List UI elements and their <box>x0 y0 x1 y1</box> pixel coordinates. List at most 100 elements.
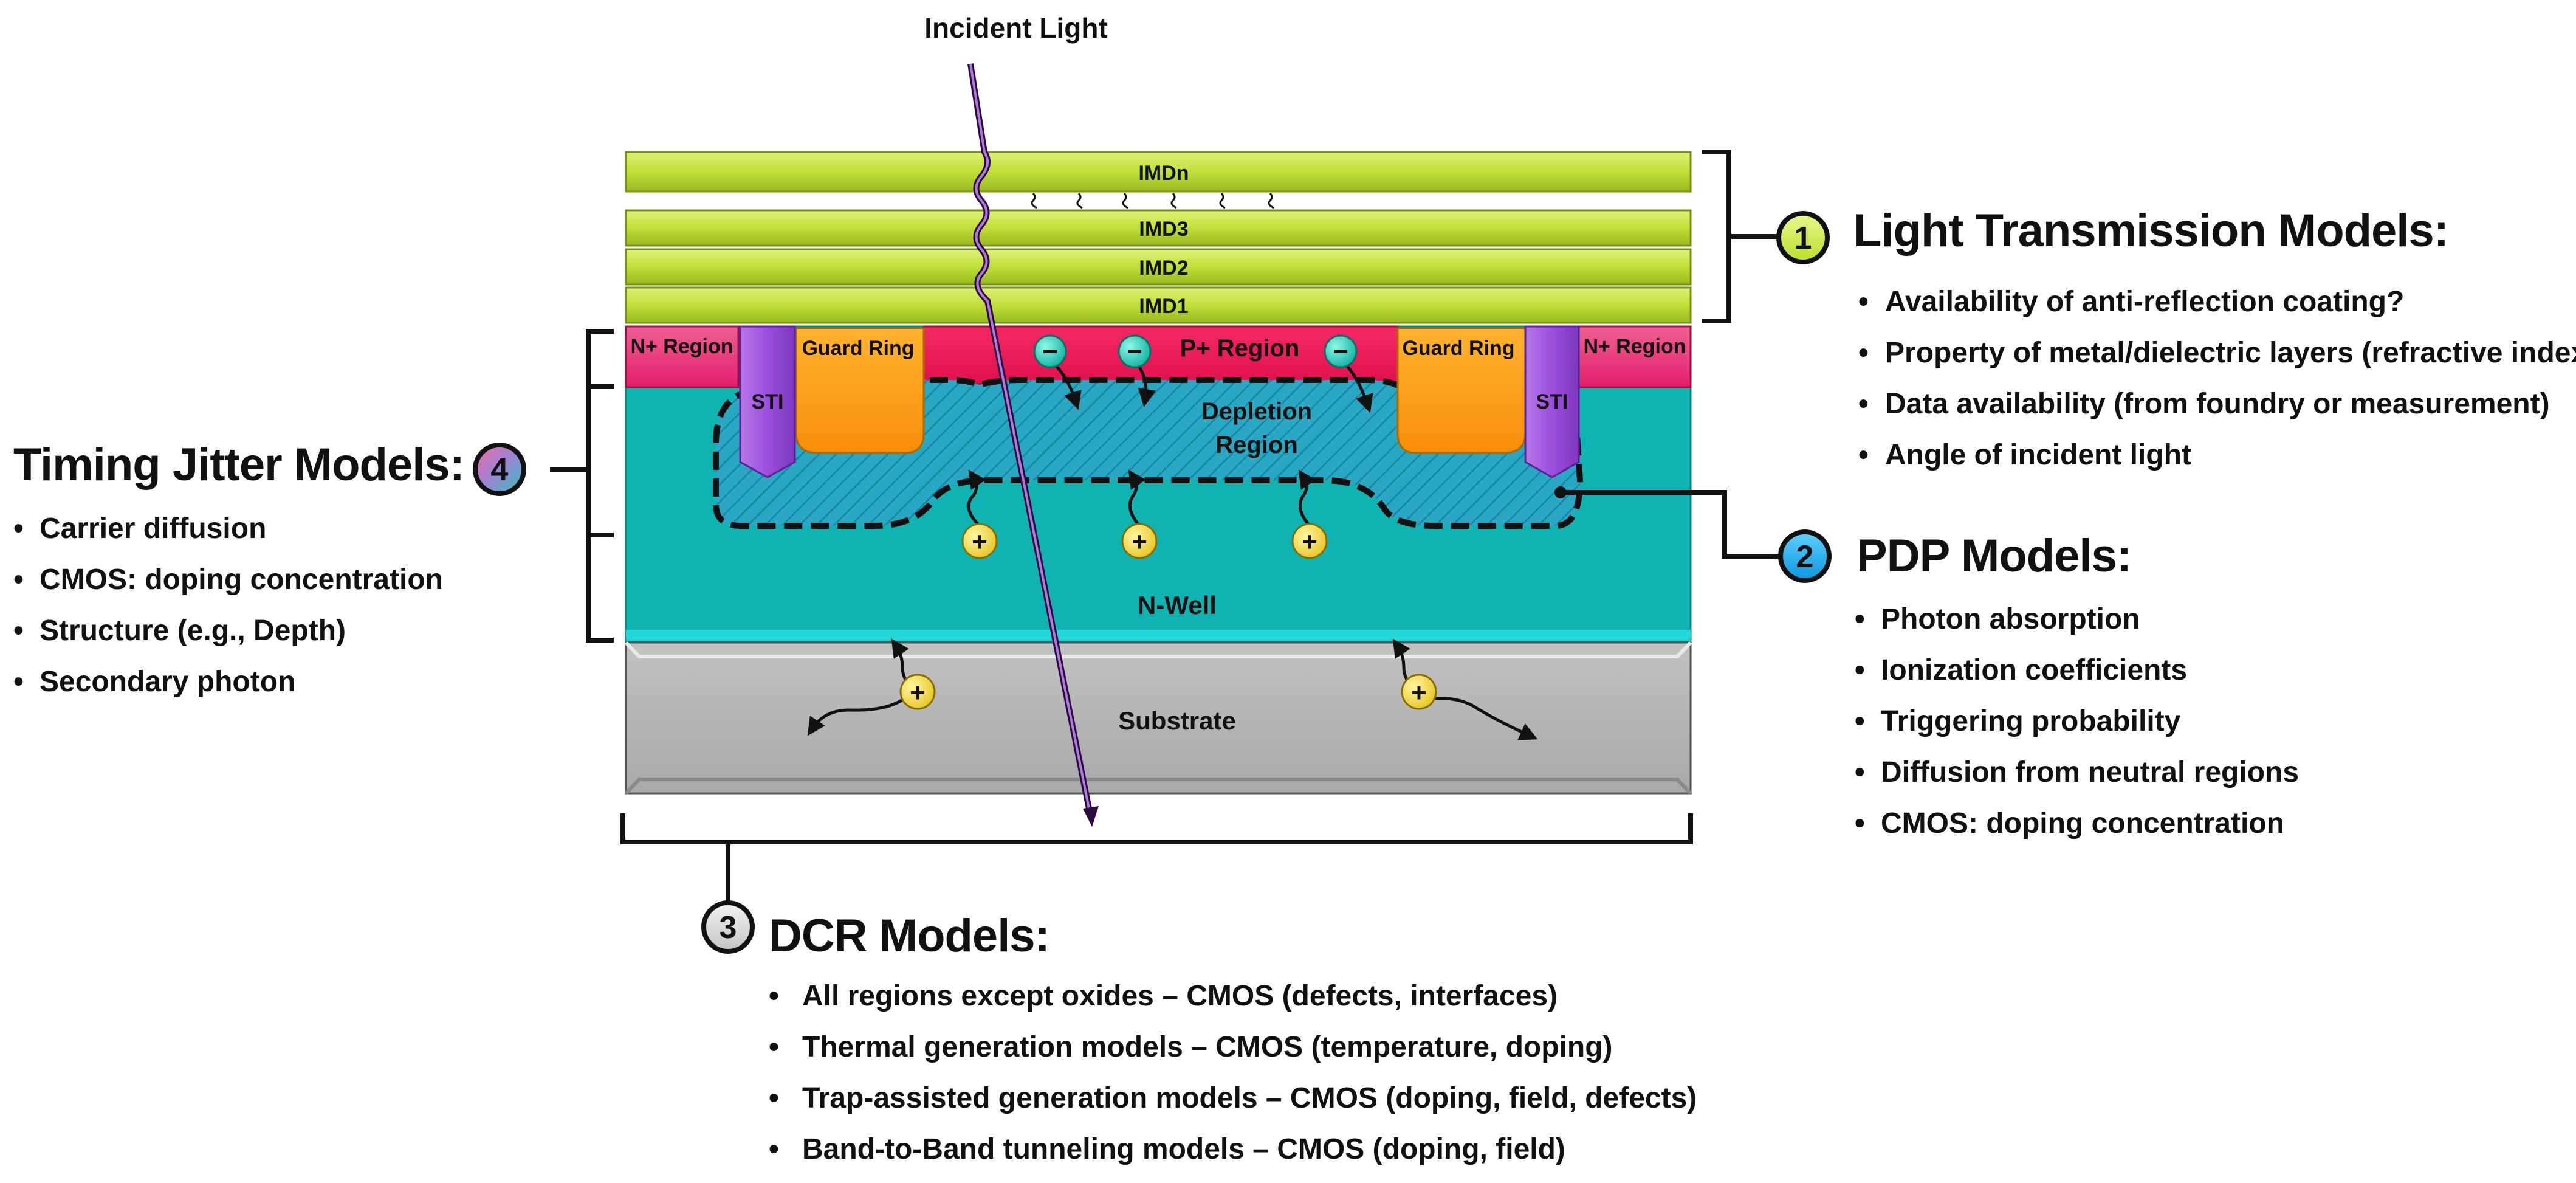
pdp-item-1: Photon absorption <box>1881 603 2140 635</box>
dcr-group: 3 DCR Models: • All regions except oxide… <box>620 813 1697 1165</box>
pdp-item-4: Diffusion from neutral regions <box>1881 756 2299 788</box>
pdp-item-2: Ionization coefficients <box>1881 654 2187 686</box>
electrons: − − − <box>1033 334 1358 368</box>
badge-3 <box>701 900 755 954</box>
dcr-item-2: Thermal generation models – CMOS (temper… <box>802 1031 1613 1063</box>
hole-sign: + <box>1411 678 1427 708</box>
imdn-label: IMDn <box>1138 162 1189 185</box>
guard-ring-left <box>795 327 925 454</box>
holes: + + + + + <box>899 523 1437 710</box>
sti-label-right: STI <box>1536 390 1568 413</box>
badge-2-number: 2 <box>1796 539 1814 574</box>
badge-4-number: 4 <box>491 452 509 488</box>
dcr-title: DCR Models: <box>769 910 1049 962</box>
pdp-group: 2 PDP Models: • Photon absorption • Ioni… <box>1554 486 2299 840</box>
sti-right <box>1524 325 1580 478</box>
timing-jitter-item-2: CMOS: doping concentration <box>39 564 443 596</box>
bullet-dot: • <box>1858 286 1869 318</box>
light-transmission-item-1: Availability of anti-reflection coating? <box>1885 286 2404 318</box>
dcr-item-3: Trap-assisted generation models – CMOS (… <box>802 1082 1697 1114</box>
incident-light-ray <box>967 63 1099 827</box>
pdp-leader-line <box>1561 490 1781 559</box>
imd3-layer <box>625 209 1692 247</box>
bullet-dot: • <box>13 564 24 596</box>
bullet-dot: • <box>1855 603 1865 635</box>
bullet-dot: • <box>1855 807 1865 840</box>
badge-1-number: 1 <box>1795 221 1812 256</box>
electron: − <box>1033 334 1067 368</box>
imd1-layer <box>625 286 1692 324</box>
guard-ring-label-left: Guard Ring <box>802 337 914 360</box>
hole: + <box>961 523 998 559</box>
badge-2 <box>1778 529 1832 583</box>
electron: − <box>1118 334 1152 368</box>
bullet-dot: • <box>769 1031 779 1063</box>
bullet-dot: • <box>769 1082 779 1114</box>
n-plus-label-left: N+ Region <box>630 335 733 358</box>
hole-sign: + <box>1302 527 1317 557</box>
imd2-layer <box>625 248 1692 286</box>
hole: + <box>899 674 936 710</box>
imd2-label: IMD2 <box>1139 257 1188 280</box>
light-transmission-group: 1 Light Transmission Models: • Availabil… <box>1702 150 2576 471</box>
bullet-dot: • <box>1858 439 1869 471</box>
hole-sign: + <box>910 678 926 708</box>
substrate-region <box>625 641 1692 795</box>
hole: + <box>1291 523 1328 559</box>
p-plus-label: P+ Region <box>1180 335 1300 362</box>
n-plus-label-right: N+ Region <box>1583 335 1686 358</box>
electron: − <box>1324 334 1358 368</box>
bullet-dot: • <box>1855 654 1865 686</box>
omitted-layers-marks <box>1031 192 1274 209</box>
electron-sign: − <box>1333 337 1348 367</box>
electron-sign: − <box>1042 337 1058 367</box>
sti-left <box>739 325 796 478</box>
hole-sign: + <box>972 527 987 557</box>
electron-sign: − <box>1127 337 1142 367</box>
pdp-item-5: CMOS: doping concentration <box>1881 807 2284 840</box>
bullet-dot: • <box>1855 705 1865 737</box>
n-plus-region-right <box>1577 325 1692 388</box>
timing-jitter-item-3: Structure (e.g., Depth) <box>39 615 346 647</box>
light-transmission-item-3: Data availability (from foundry or measu… <box>1885 388 2550 420</box>
hole-sign: + <box>1132 527 1147 557</box>
dcr-item-4: Band-to-Band tunneling models – CMOS (do… <box>802 1133 1565 1165</box>
badge-4 <box>473 443 526 496</box>
bullet-dot: • <box>13 615 24 647</box>
n-well-bottom-edge <box>626 630 1691 641</box>
timing-jitter-item-4: Secondary photon <box>39 666 295 698</box>
imd1-label: IMD1 <box>1139 295 1188 318</box>
silicon-device: N+ Region N+ Region P+ Region Depletion … <box>624 325 1692 795</box>
timing-jitter-item-1: Carrier diffusion <box>39 512 266 545</box>
guard-ring-label-right: Guard Ring <box>1402 337 1514 360</box>
bullet-dot: • <box>769 980 779 1012</box>
n-well-label: N-Well <box>1138 591 1217 619</box>
badge-1 <box>1776 211 1830 264</box>
bullet-dot: • <box>1858 388 1869 420</box>
imd-stack: IMDn IMD3 IMD2 IMD1 <box>625 151 1692 324</box>
bracket-4 <box>550 329 614 643</box>
incident-light-label: Incident Light <box>924 12 1108 44</box>
light-transmission-item-2: Property of metal/dielectric layers (ref… <box>1885 337 2576 369</box>
bullet-dot: • <box>13 666 24 698</box>
bullet-dot: • <box>769 1133 779 1165</box>
pdp-title: PDP Models: <box>1856 530 2131 582</box>
bullet-dot: • <box>1855 756 1865 788</box>
hole: + <box>1121 523 1158 559</box>
bracket-1 <box>1702 150 1781 323</box>
imd3-label: IMD3 <box>1139 218 1188 241</box>
light-transmission-item-4: Angle of incident light <box>1885 439 2191 471</box>
sti-label-left: STI <box>752 390 784 413</box>
bullet-dot: • <box>13 512 24 545</box>
bracket-3 <box>620 813 1693 903</box>
dcr-item-1: All regions except oxides – CMOS (defect… <box>802 980 1558 1012</box>
substrate-label: Substrate <box>1118 706 1236 735</box>
n-plus-region-left <box>625 325 740 388</box>
badge-3-number: 3 <box>720 910 737 945</box>
depletion-label-line1: Depletion <box>1201 398 1312 425</box>
bullet-dot: • <box>1858 337 1869 369</box>
timing-jitter-title: Timing Jitter Models: <box>13 439 464 491</box>
depletion-region <box>713 377 1584 529</box>
hole: + <box>1401 674 1437 710</box>
